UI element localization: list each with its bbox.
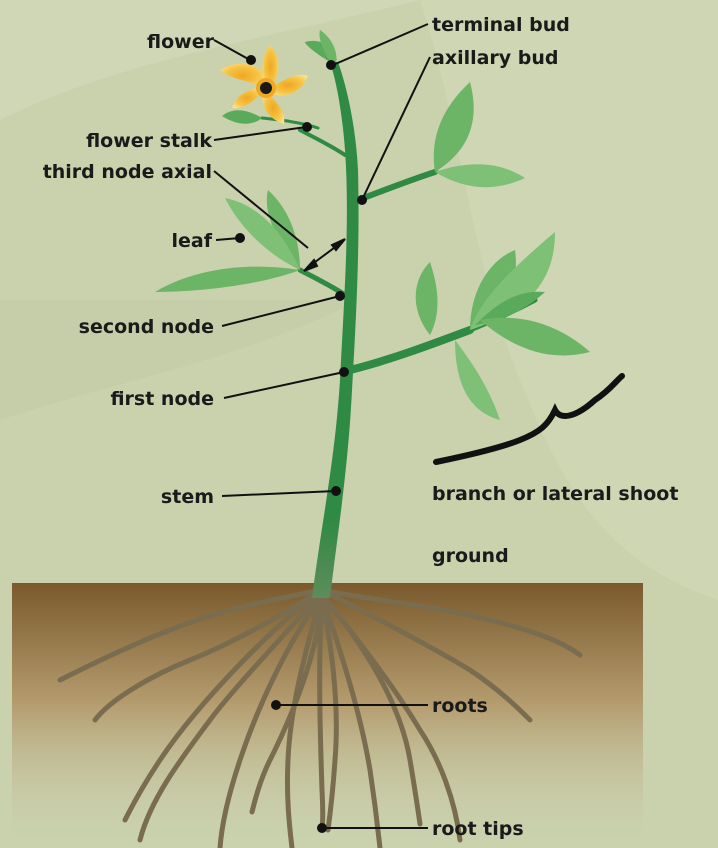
label-flower: flower — [147, 31, 215, 53]
label-terminal-bud: terminal bud — [432, 14, 570, 36]
label-roots: roots — [432, 695, 488, 717]
label-flower-stalk: flower stalk — [86, 130, 212, 152]
stem-dot — [331, 486, 341, 496]
label-ground: ground — [432, 545, 509, 567]
first-node-dot — [339, 367, 349, 377]
label-axillary-bud: axillary bud — [432, 47, 559, 69]
second-node-dot — [335, 291, 345, 301]
label-second-node: second node — [79, 316, 214, 338]
label-third-node-axial: third node axial — [43, 161, 212, 183]
roots-dot — [271, 700, 281, 710]
root-tips-dot — [317, 823, 327, 833]
label-first-node: first node — [110, 388, 214, 410]
label-leaf: leaf — [172, 230, 213, 252]
axillary-bud-dot — [357, 195, 367, 205]
flower-stalk-dot — [302, 122, 312, 132]
label-branch: branch or lateral shoot — [432, 483, 678, 505]
terminal-bud-dot — [326, 60, 336, 70]
flower-dot — [246, 55, 256, 65]
leaf-dot — [235, 233, 245, 243]
label-stem: stem — [161, 486, 214, 508]
label-root-tips: root tips — [432, 818, 524, 840]
